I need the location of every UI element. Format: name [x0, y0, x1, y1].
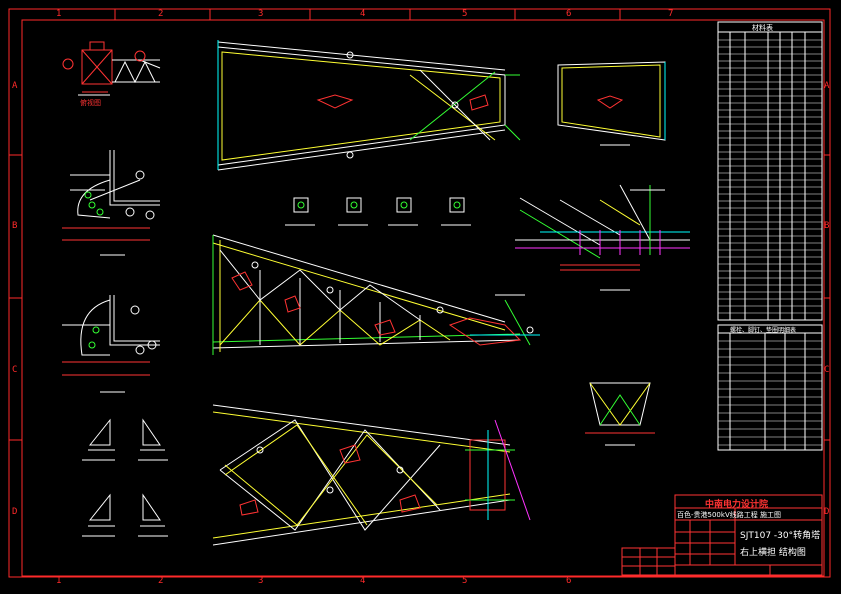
zone-row-c: C	[12, 365, 18, 375]
section-detail-lower	[62, 295, 160, 393]
zone-row-b: B	[12, 221, 18, 231]
zone-col-2-bottom: 2	[158, 576, 164, 586]
plate-details-row	[285, 197, 471, 226]
key-plan-view	[62, 41, 161, 96]
parts-list-table	[717, 21, 823, 321]
drawing-title-line-2: 右上横担 结构图	[740, 548, 806, 558]
zone-col-3-bottom: 3	[258, 576, 264, 586]
bolt-table-title: 螺栓、脚钉、垫圈明细表	[730, 327, 797, 334]
zone-col-6-bottom: 6	[566, 576, 572, 586]
company-name: 中南电力设计院	[705, 500, 769, 510]
front-elevation-truss	[212, 234, 540, 355]
bolt-table-rows	[718, 340, 822, 446]
zone-row-c-right: C	[824, 365, 830, 375]
zone-row-d-right: D	[824, 507, 830, 517]
parts-list-rows	[718, 39, 822, 314]
zone-row-a-right: A	[824, 81, 830, 91]
top-plan-view	[217, 40, 521, 171]
zone-col-6: 6	[566, 9, 572, 19]
title-block	[621, 494, 823, 576]
zone-row-a: A	[12, 81, 18, 91]
zone-col-1: 1	[56, 9, 62, 19]
zone-col-3: 3	[258, 9, 264, 19]
zone-col-4: 4	[360, 9, 366, 19]
cross-section-detail	[585, 382, 655, 446]
section-detail-upper	[62, 150, 160, 256]
zone-col-5-bottom: 5	[462, 576, 468, 586]
zone-col-1-bottom: 1	[56, 576, 62, 586]
drawing-frame	[8, 8, 831, 578]
parts-list-title: 材料表	[752, 24, 773, 32]
gusset-triangles	[82, 418, 168, 537]
bottom-plan-truss	[212, 404, 531, 546]
drawing-title-line-1: SJT107 -30°转角塔	[740, 531, 821, 541]
zone-col-2: 2	[158, 9, 164, 19]
plan-view-label: 俯视图	[80, 99, 101, 107]
bolt-table	[717, 324, 823, 451]
zone-row-b-right: B	[824, 221, 830, 231]
zone-col-5: 5	[462, 9, 468, 19]
zone-col-7: 7	[668, 9, 674, 19]
zone-col-4-bottom: 4	[360, 576, 366, 586]
end-view-trapezoid	[557, 61, 666, 146]
project-name: 百色-贵港500kV线路工程	[677, 511, 758, 519]
zone-row-d: D	[12, 507, 18, 517]
connection-joint-detail	[515, 184, 690, 291]
design-stage: 施工图	[760, 511, 781, 519]
